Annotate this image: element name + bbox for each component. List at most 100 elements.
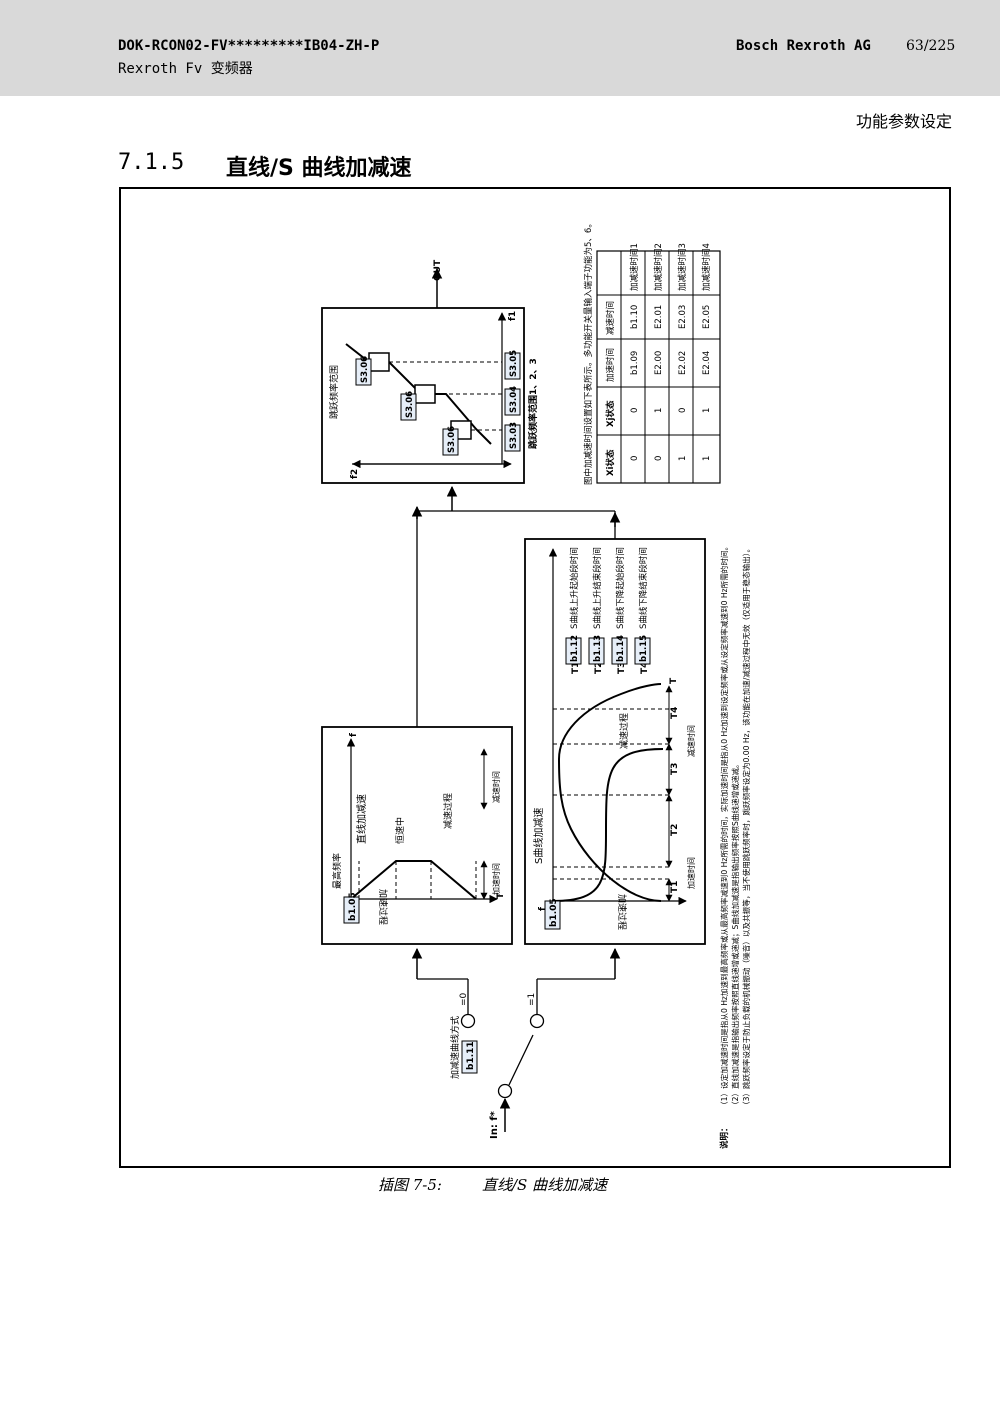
jump-freq-param-1: S3.05 (509, 350, 519, 377)
table-r4-c3: E2.04 (702, 351, 712, 375)
table-r1-c2: 0 (630, 408, 640, 413)
jump-range-box-3 (442, 428, 459, 456)
jump-range-param-1: S3.06 (360, 356, 370, 383)
table-header-decel: 减速时间 (605, 301, 616, 335)
legend-t1-box (565, 637, 582, 665)
legend-t3-key: T3: (617, 658, 627, 674)
legend-t2-desc: S曲线上升结束段时间 (592, 547, 603, 629)
table-r3-c4: E2.03 (678, 305, 688, 329)
figure-frame: In: f* 加减速曲线方式 b1.11 =0 =1 最高频率 b1.05 f … (119, 187, 951, 1168)
table-r1-c3: b1.09 (630, 351, 640, 375)
page-number: 63/225 (906, 38, 956, 54)
figure-caption-text: 直线/S 曲线加减速 (482, 1176, 608, 1194)
figure-caption-label: 插图 7-5: (378, 1176, 442, 1194)
scurve-axis-t-label: T (669, 677, 679, 684)
jump-freq-box-2 (504, 388, 521, 416)
ramp-diagram: In: f* 加减速曲线方式 b1.11 =0 =1 最高频率 b1.05 f … (321, 219, 751, 1149)
out-label: OUT (433, 259, 443, 281)
scurve-t4-label: T4 (670, 707, 680, 719)
document-code: DOK-RCON02-FV*********IB04-ZH-P (118, 38, 380, 54)
legend-t1-key: T1: (571, 658, 581, 674)
table-header-accel: 加速时间 (605, 348, 616, 382)
section-label: 功能参数设定 (855, 112, 952, 131)
table-r2-c1: 0 (654, 456, 664, 461)
jump-window-2 (414, 384, 436, 404)
heading-title: 直线/S 曲线加减速 (226, 156, 412, 181)
scurve-decel-time: 减速时间 (686, 725, 696, 757)
table-r1-c4: b1.10 (630, 305, 640, 329)
table-r4-c5: 加减速时间4 (701, 243, 712, 291)
jump-freq-box-3 (504, 424, 521, 452)
legend-t3-desc: S曲线下降起始段时间 (615, 547, 626, 629)
legend-t2-box (588, 637, 605, 665)
switch-input-node (497, 1083, 513, 1099)
page-header: DOK-RCON02-FV*********IB04-ZH-P Rexroth … (0, 0, 1000, 96)
table-r3-c5: 加减速时间3 (677, 243, 688, 291)
linear-decel-time: 减速时间 (491, 771, 501, 803)
table-r4-c1: 1 (702, 456, 712, 461)
table-r4-c4: E2.05 (702, 305, 712, 329)
heading-number: 7.1.5 (118, 150, 185, 175)
table-r3-c2: 0 (678, 408, 688, 413)
scurve-t1-label: T1 (670, 881, 680, 893)
table-r3-c3: E2.02 (678, 351, 688, 375)
linear-accel-time: 加速时间 (491, 863, 501, 895)
document-subtitle: Rexroth Fv 变频器 (118, 61, 253, 77)
table-r2-c5: 加减速时间2 (653, 243, 664, 291)
scurve-t2-label: T2 (670, 824, 680, 836)
linear-decel-label: 减速过程 (442, 793, 454, 829)
jump-axis-f1-label: f1 (508, 311, 518, 321)
linear-ramp-curve (350, 860, 477, 900)
table-intro: 图中加减速时间设置如下表所示。多功能开关量输入端子功能为5、6。 (583, 219, 594, 485)
scurve-accel-time: 加速时间 (686, 857, 696, 889)
legend-t1-desc: S曲线上升起始段时间 (569, 547, 580, 629)
notes-line-3: （3）跳跃频率设定于防止负载的机械振动（噪音）以及共振等，当不使用跳跃频率时，跳… (741, 545, 751, 1109)
jump-axis-f2-label: f2 (350, 469, 360, 479)
switch-label-0: =0 (459, 992, 469, 1006)
legend-t2-key: T2: (594, 658, 604, 674)
linear-const-label: 恒速中 (394, 817, 406, 844)
scurve-title: S曲线加减速 (532, 808, 545, 864)
linear-param-box (343, 896, 360, 924)
jump-freq-box-1 (504, 352, 521, 380)
scurve-accel-curve (552, 748, 664, 902)
accel-time-table (596, 250, 721, 484)
scurve-legend: T1: b1.12 S曲线上升起始段时间 T2: b1.13 S曲线上升结束段时… (565, 547, 651, 674)
jump-range-param-3: S3.06 (447, 426, 457, 453)
selector-param-box (461, 1040, 478, 1074)
scurve-param: b1.05 (549, 898, 559, 927)
selector-caption: 加减速曲线方式 (449, 1016, 461, 1079)
switch-lever (508, 1034, 534, 1086)
scurve-t3-label: T3 (670, 763, 680, 775)
table-r1-c1: 0 (630, 456, 640, 461)
jump-range-param-2: S3.06 (405, 391, 415, 418)
notes-line-1: （1）设定加减速时间是指从0 Hz加速到最高频率或从最高频率减速到0 Hz所需的… (719, 543, 729, 1109)
switch-node-linear (460, 1013, 476, 1029)
legend-t4-param: b1.15 (639, 635, 649, 662)
linear-axis-f-label: f (349, 733, 359, 737)
scurve-param-box (544, 900, 561, 930)
table-r3-c1: 1 (678, 456, 688, 461)
jump-window-1 (368, 352, 390, 372)
table-r2-c4: E2.01 (654, 305, 664, 329)
jump-freq-param-2: S3.04 (509, 386, 519, 413)
legend-t4-key: T4: (640, 658, 650, 674)
jump-range-box-2 (400, 393, 417, 421)
linear-accel-label: 加速过程 (377, 889, 389, 925)
table-r1-c5: 加减速时间1 (629, 243, 640, 291)
jump-range-box-1 (355, 358, 372, 386)
legend-t1-param: b1.12 (570, 635, 580, 662)
legend-t3-box (611, 637, 628, 665)
input-label: In: f* (489, 1110, 500, 1139)
legend-t4-box (634, 637, 651, 665)
switch-node-scurve (529, 1013, 545, 1029)
jump-range-caption: 跳跃频率范围1、2、3 (527, 358, 539, 449)
table-r2-c2: 1 (654, 408, 664, 413)
legend-t3-param: b1.14 (616, 635, 626, 662)
table-header-xj: Xj状态 (605, 400, 616, 427)
legend-t2-param: b1.13 (593, 635, 603, 662)
notes-title: 说明： (719, 1123, 730, 1149)
legend-t4-desc: S曲线下降结束段时间 (638, 547, 649, 629)
scurve-axis-f-label: f (538, 907, 548, 911)
jump-title-text: 跳跃频率范围 (328, 365, 340, 419)
